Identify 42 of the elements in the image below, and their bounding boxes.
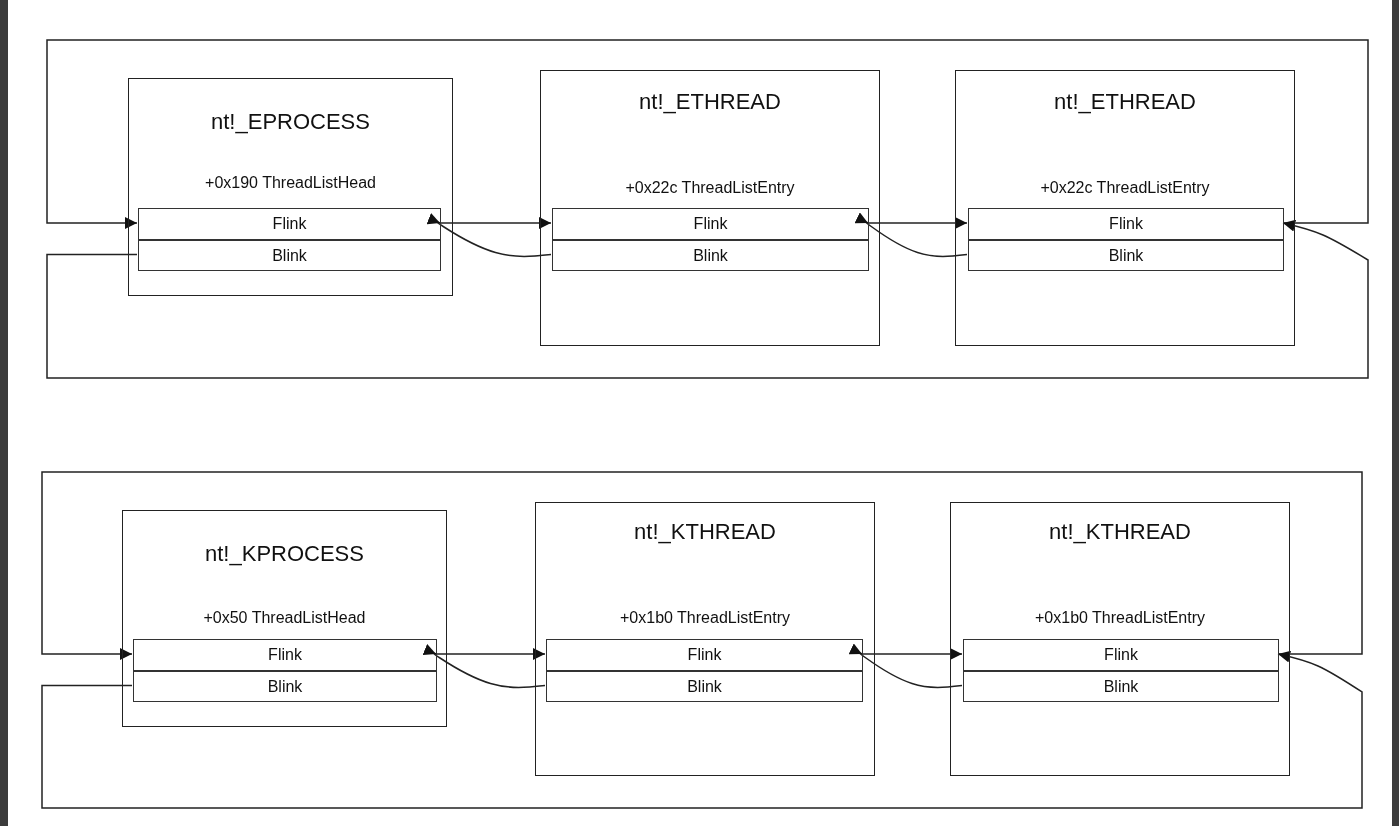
struct-name: nt!_EPROCESS (210, 109, 371, 135)
pointer-arrow (41, 650, 1363, 809)
struct-name: nt!_ETHREAD (638, 89, 782, 115)
field-offset-label: +0x50 ThreadListHead (202, 609, 367, 627)
field-cell: Blink (963, 671, 1279, 702)
struct-name: nt!_KPROCESS (204, 541, 365, 567)
struct-name: nt!_KTHREAD (1048, 519, 1192, 545)
field-offset-label: +0x22c ThreadListEntry (1039, 179, 1211, 197)
struct-box (955, 70, 1295, 346)
pointer-arrow (854, 212, 968, 258)
field-offset-label: +0x22c ThreadListEntry (624, 179, 796, 197)
pointer-arrow (439, 217, 552, 229)
field-offset-label: +0x1b0 ThreadListEntry (619, 609, 791, 627)
field-cell: Flink (963, 639, 1279, 671)
field-cell: Blink (138, 240, 441, 271)
field-cell: Blink (546, 671, 863, 702)
pointer-arrow (435, 648, 546, 660)
struct-box (540, 70, 880, 346)
struct-box (950, 502, 1290, 776)
pointer-arrow (426, 213, 552, 258)
struct-box (122, 510, 447, 727)
field-cell: Blink (133, 671, 437, 702)
field-cell: Flink (968, 208, 1284, 240)
pointer-arrow (46, 219, 1369, 379)
field-cell: Blink (552, 240, 869, 271)
field-cell: Flink (546, 639, 863, 671)
struct-box (128, 78, 453, 296)
field-cell: Flink (552, 208, 869, 240)
pointer-arrow (848, 643, 963, 689)
struct-box (535, 502, 875, 776)
pointer-arrow (861, 648, 963, 660)
field-offset-label: +0x190 ThreadListHead (204, 174, 377, 192)
struct-name: nt!_KTHREAD (633, 519, 777, 545)
field-cell: Flink (138, 208, 441, 240)
pointer-arrow (867, 217, 968, 229)
field-cell: Flink (133, 639, 437, 671)
pointer-arrow (41, 471, 1363, 660)
struct-name: nt!_ETHREAD (1053, 89, 1197, 115)
pointer-arrow (46, 39, 1369, 229)
field-cell: Blink (968, 240, 1284, 271)
pointer-arrow (422, 643, 546, 689)
field-offset-label: +0x1b0 ThreadListEntry (1034, 609, 1206, 627)
